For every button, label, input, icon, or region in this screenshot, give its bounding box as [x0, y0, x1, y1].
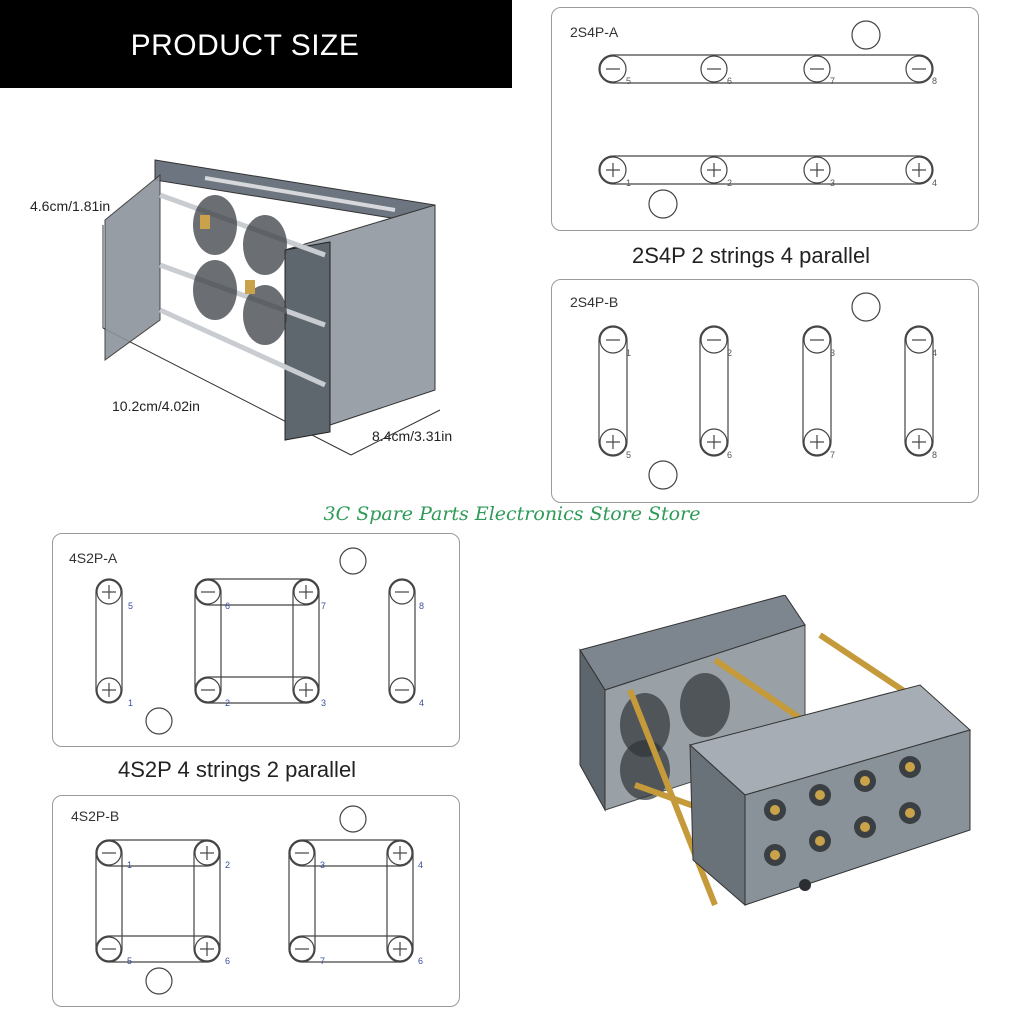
panel-2s4p-b: 2S4P-B 1 2 3 4 5 6 7 8 — [551, 279, 979, 503]
cell-number: 6 — [727, 76, 732, 86]
panel-title: 2S4P-A — [570, 24, 619, 40]
string-connector — [598, 155, 934, 185]
mounting-hole-icon — [339, 547, 367, 575]
cell-number: 3 — [321, 698, 326, 708]
cell-number: 2 — [727, 178, 732, 188]
cell-number: 3 — [830, 348, 835, 358]
caption-2s4p: 2S4P 2 strings 4 parallel — [632, 243, 871, 268]
mounting-hole-icon — [851, 20, 881, 50]
height-dimension-label: 4.6cm/1.81in — [30, 198, 111, 214]
cell-number: 5 — [626, 76, 631, 86]
panel-4s2p-b: 4S2P-B 1 2 3 4 5 6 7 — [52, 795, 460, 1007]
cell-number: 6 — [225, 956, 230, 966]
string-connector — [598, 54, 934, 84]
cell-number: 4 — [418, 860, 423, 870]
cell-number: 2 — [225, 698, 230, 708]
cell-number: 1 — [127, 860, 132, 870]
header-banner: PRODUCT SIZE — [0, 0, 512, 88]
cell-number: 7 — [830, 76, 835, 86]
cell-number: 7 — [320, 956, 325, 966]
cell-number: 5 — [128, 601, 133, 611]
mounting-hole-icon — [339, 805, 367, 833]
cell-number: 2 — [225, 860, 230, 870]
cell-number: 3 — [320, 860, 325, 870]
cell-number: 7 — [321, 601, 326, 611]
cell-number: 1 — [626, 178, 631, 188]
wiring-diagram-4s2p-a: 5 6 7 8 1 2 3 4 — [95, 547, 424, 735]
panel-title: 4S2P-A — [69, 550, 118, 566]
wiring-diagram-2s4p-a: 5 6 7 8 1 2 3 4 — [598, 20, 937, 219]
cell-number: 4 — [932, 178, 937, 188]
cell-number: 7 — [830, 450, 835, 460]
cell-number: 8 — [932, 76, 937, 86]
mounting-hole-icon — [145, 707, 173, 735]
wiring-diagram-4s2p-b: 1 2 3 4 5 6 7 6 — [95, 805, 423, 995]
cell-number: 5 — [626, 450, 631, 460]
cell-number: 1 — [128, 698, 133, 708]
cell-number: 6 — [418, 956, 423, 966]
battery-holder-photo-top — [102, 159, 441, 456]
mounting-hole-icon — [145, 967, 173, 995]
length-dimension-label: 10.2cm/4.02in — [112, 398, 200, 414]
store-name: 3C Spare Parts Electronics Store Store — [323, 503, 701, 525]
cell-number: 3 — [830, 178, 835, 188]
cell-number: 6 — [225, 601, 230, 611]
cell-number: 5 — [127, 956, 132, 966]
cell-number: 2 — [727, 348, 732, 358]
battery-holder-photo-bottom — [579, 595, 972, 907]
panel-title: 4S2P-B — [71, 808, 120, 824]
cell-number: 4 — [932, 348, 937, 358]
caption-4s2p: 4S2P 4 strings 2 parallel — [118, 757, 357, 782]
panel-2s4p-a: 2S4P-A 5 6 7 8 1 2 3 4 — [551, 7, 979, 231]
panel-title: 2S4P-B — [570, 294, 619, 310]
cell-number: 8 — [419, 601, 424, 611]
cell-number: 1 — [626, 348, 631, 358]
cell-number: 8 — [932, 450, 937, 460]
mounting-hole-icon — [648, 189, 678, 219]
wiring-diagram-2s4p-b: 1 2 3 4 5 6 7 8 — [598, 292, 937, 490]
panel-4s2p-a: 4S2P-A 5 6 7 8 1 2 3 4 — [52, 533, 460, 747]
mounting-hole-icon — [851, 292, 881, 322]
mounting-hole-icon — [648, 460, 678, 490]
page-title: PRODUCT SIZE — [130, 29, 360, 62]
width-dimension-label: 8.4cm/3.31in — [372, 428, 453, 444]
cell-number: 6 — [727, 450, 732, 460]
cell-number: 4 — [419, 698, 424, 708]
